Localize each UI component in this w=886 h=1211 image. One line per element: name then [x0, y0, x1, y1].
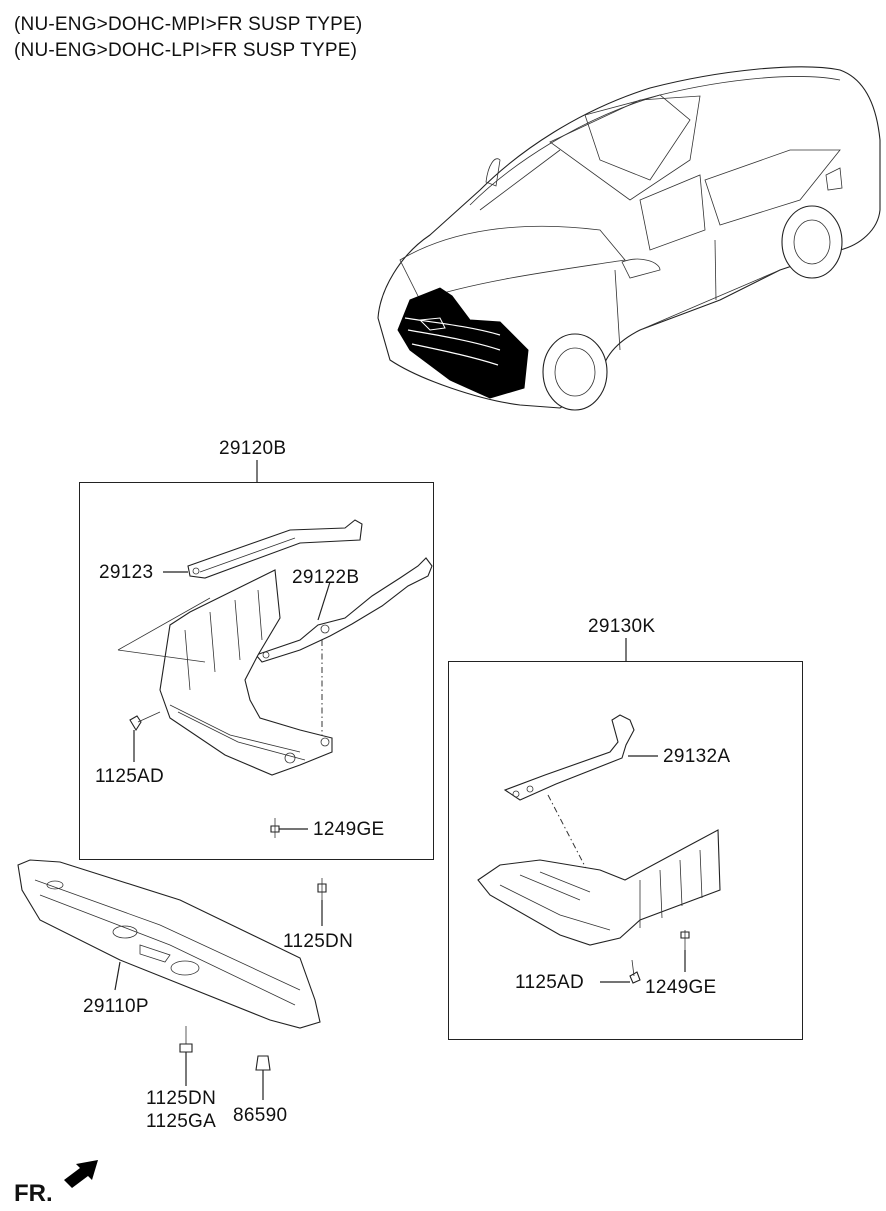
part-29130k-cover-drawing: [477, 829, 721, 946]
highlighted-under-cover: [397, 287, 529, 399]
bolt-1249ge-right: [680, 930, 690, 950]
bolt-1125dn-mid: [317, 878, 327, 900]
part-29122b-drawing: [255, 557, 433, 663]
label-29110p: 29110P: [83, 996, 149, 1017]
front-arrow-icon: [64, 1160, 98, 1188]
applicability-line-2: (NU-ENG>DOHC-LPI>FR SUSP TYPE): [14, 40, 358, 61]
label-29123: 29123: [99, 562, 154, 583]
label-1125ad-left: 1125AD: [95, 766, 165, 787]
label-1125dn-mid: 1125DN: [283, 931, 354, 952]
label-29132a: 29132A: [663, 746, 731, 767]
part-29123-drawing: [187, 519, 363, 579]
label-29130k: 29130K: [588, 616, 656, 637]
front-direction-label: FR.: [14, 1180, 53, 1207]
bolt-1125ad-left: [129, 711, 161, 732]
bolt-1125ad-right: [629, 959, 641, 984]
applicability-line-1: (NU-ENG>DOHC-MPI>FR SUSP TYPE): [14, 14, 363, 35]
label-1125dn-bottom: 1125DN: [146, 1088, 217, 1109]
vehicle-illustration: [377, 66, 881, 411]
label-29122b: 29122B: [292, 567, 360, 588]
part-29110p-panel-drawing: [17, 859, 321, 1029]
label-1125ga-bottom: 1125GA: [146, 1111, 217, 1132]
label-1249ge-left: 1249GE: [313, 819, 385, 840]
clip-86590: [255, 1055, 271, 1071]
group-box-29130k: [448, 661, 803, 1040]
bolt-1249ge-left: [270, 818, 280, 838]
part-29132a-drawing: [503, 714, 635, 801]
label-86590: 86590: [233, 1105, 288, 1126]
group-box-29120b: [79, 482, 434, 860]
label-1249ge-right: 1249GE: [645, 977, 717, 998]
part-29120b-cover-drawing: [159, 569, 333, 776]
label-29120b: 29120B: [219, 438, 287, 459]
bolt-1125dn-1125ga: [179, 1026, 193, 1053]
label-1125ad-right: 1125AD: [515, 972, 585, 993]
